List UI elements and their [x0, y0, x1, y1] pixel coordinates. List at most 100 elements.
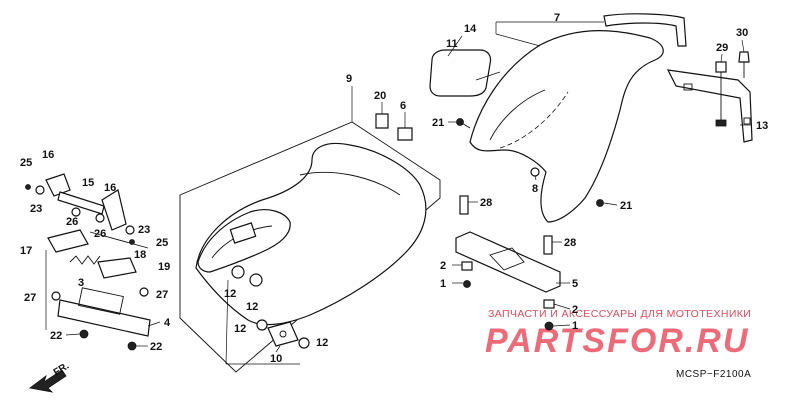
main-seat-group — [179, 86, 441, 373]
lock-arm-16a — [45, 173, 71, 197]
washer-23a — [35, 185, 45, 195]
watermark-caption: ЗАПЧАСТИ И АКСЕССУАРЫ ДЛЯ МОТОТЕХНИКИ — [488, 308, 751, 320]
bolt-30-head — [738, 51, 750, 63]
callout-28-upper: 28 — [480, 197, 492, 209]
callout-2-lower: 2 — [572, 304, 578, 316]
lock-rod-18 — [89, 231, 149, 249]
nut-22b — [127, 341, 137, 351]
leader-10 — [275, 345, 281, 353]
leader-12-bracket — [225, 279, 229, 365]
callout-17: 17 — [20, 245, 32, 257]
seat-bracket-hole — [279, 330, 287, 338]
callout-23-right: 23 — [138, 224, 150, 236]
pin-25b — [129, 239, 135, 245]
screw-27b — [139, 287, 149, 297]
washer-26a — [71, 207, 81, 217]
callout-12-d: 12 — [316, 337, 328, 349]
seat-cowl-pad — [429, 49, 492, 97]
rubber-cushion-3 — [256, 319, 268, 331]
nut-22a — [79, 329, 89, 339]
diagram-code: MCSP−F2100A — [676, 369, 751, 380]
rubber-cushion-4 — [298, 337, 310, 349]
callout-27-right: 27 — [156, 289, 168, 301]
lock-shaft-15 — [57, 191, 105, 215]
leader-21b — [603, 202, 618, 206]
lock-housing — [78, 287, 124, 315]
seat-lock-group — [25, 173, 151, 351]
bolt-28b — [543, 235, 553, 255]
collar-base — [715, 119, 727, 127]
leader-2b — [553, 303, 571, 310]
leader-11 — [447, 35, 463, 57]
pad-mount-line — [475, 71, 501, 81]
leader-4 — [147, 321, 161, 327]
washer-23b — [125, 225, 135, 235]
callout-14: 14 — [464, 23, 477, 35]
leader-lines — [45, 35, 752, 365]
callout-25-upper: 25 — [20, 157, 32, 169]
screw-21a-shank — [459, 121, 471, 129]
callout-3: 3 — [78, 277, 84, 289]
lock-base-4 — [57, 299, 151, 337]
callout-22-left: 22 — [50, 330, 62, 342]
seat-latch-hook — [229, 222, 257, 244]
callout-12-b: 12 — [246, 301, 258, 313]
screw-21b — [596, 199, 604, 207]
collar-2a — [461, 261, 473, 271]
bolt-28a — [459, 195, 469, 215]
callout-21-lower: 21 — [620, 200, 632, 212]
rubber-cushion-2 — [249, 273, 263, 287]
front-direction: FR. — [29, 361, 71, 393]
callout-29: 29 — [716, 42, 728, 54]
callout-18: 18 — [134, 249, 146, 261]
callout-12-c: 12 — [234, 323, 246, 335]
leader-22a — [65, 333, 81, 336]
callout-20: 20 — [374, 90, 386, 102]
callout-13: 13 — [756, 120, 768, 132]
leader-30 — [741, 39, 745, 53]
watermark: ЗАПЧАСТИ И АКСЕССУАРЫ ДЛЯ МОТОТЕХНИКИ PA… — [485, 308, 751, 360]
callout-21-upper: 21 — [432, 117, 444, 129]
callout-26-left: 26 — [66, 216, 78, 228]
seat-catch-group — [455, 195, 561, 331]
bracket-slot-2 — [743, 117, 751, 125]
callout-16-upper: 16 — [42, 149, 54, 161]
leader-8 — [534, 175, 537, 181]
leader-14b — [495, 33, 541, 47]
pin-25a — [25, 184, 31, 190]
callout-9: 9 — [346, 73, 352, 85]
rear-bracket — [666, 69, 753, 143]
bolt-20 — [375, 113, 389, 129]
callout-8: 8 — [532, 183, 538, 195]
callout-30: 30 — [736, 27, 748, 39]
rear-cowl-group — [375, 13, 753, 223]
rear-cowl — [469, 30, 664, 223]
spring-3 — [69, 255, 101, 265]
nut-1b — [544, 321, 554, 331]
callout-19: 19 — [158, 261, 170, 273]
callout-16-lower: 16 — [104, 182, 116, 194]
cowl-hidden-line — [499, 91, 569, 149]
callout-26-right: 26 — [94, 228, 106, 240]
callout-2-upper: 2 — [440, 260, 446, 272]
cowl-inner-line — [489, 89, 546, 141]
rubber-cushion-1 — [231, 265, 245, 279]
collar-2b — [543, 299, 555, 309]
nut-1a — [463, 280, 471, 288]
seat-base-pan — [197, 209, 291, 273]
grommet-6 — [397, 127, 413, 141]
grab-rail — [603, 13, 687, 47]
callout-1-upper: 1 — [440, 278, 446, 290]
callout-1-lower: 1 — [572, 320, 578, 332]
leader-29 — [720, 53, 723, 63]
callout-10: 10 — [270, 353, 282, 365]
callout-6: 6 — [400, 100, 406, 112]
callout-12-a: 12 — [224, 288, 236, 300]
lock-arm-16b — [101, 189, 127, 231]
callout-25-lower: 25 — [156, 237, 168, 249]
callout-7: 7 — [554, 12, 560, 24]
callout-28-lower: 28 — [564, 237, 576, 249]
leader-1b — [552, 324, 571, 327]
